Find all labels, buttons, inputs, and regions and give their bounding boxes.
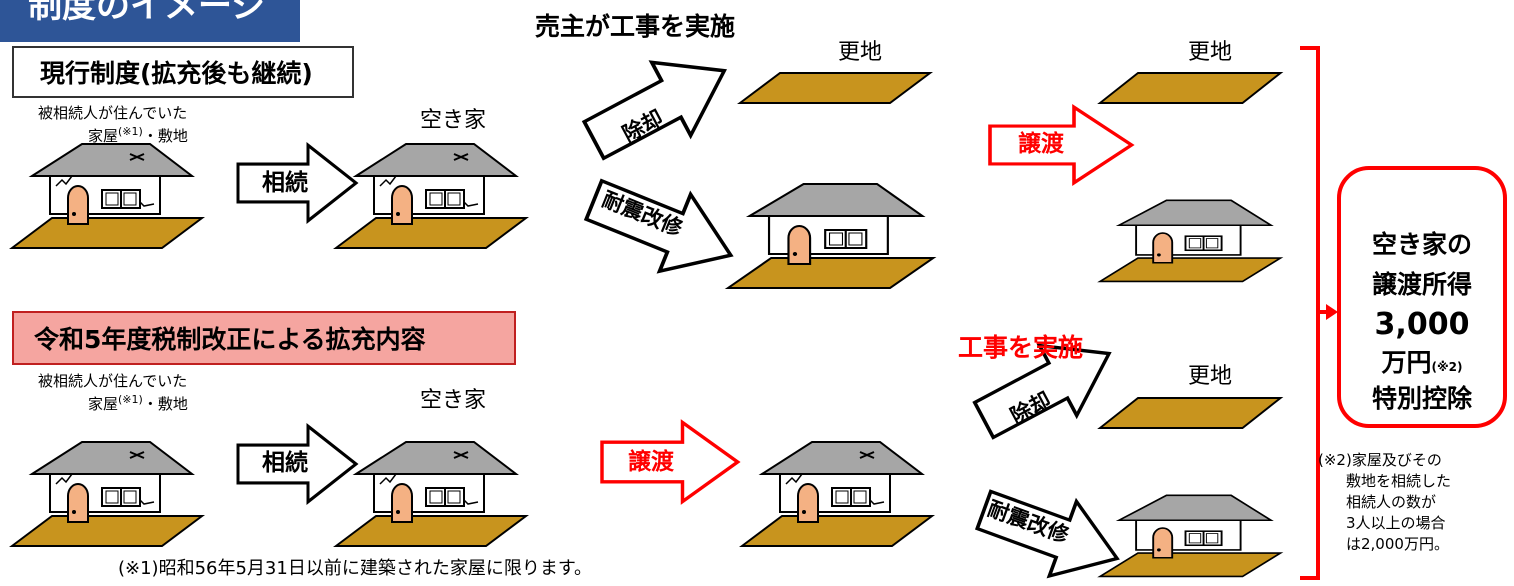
inherit-text-top: 相続 — [262, 170, 308, 196]
house-inherited-bottom — [11, 441, 203, 547]
transfer-text-top: 譲渡 — [1018, 131, 1064, 157]
page-title: 制度のイメージ — [0, 0, 300, 42]
house-small-top — [1099, 199, 1282, 283]
result-line2: 譲渡所得 — [1371, 270, 1472, 299]
house-vacant-bottom-2 — [741, 441, 933, 547]
result-unit: 万円(※2) — [1381, 348, 1463, 377]
vacant-lot-bottom — [1099, 397, 1282, 429]
note-1: (※1)昭和56年5月31日以前に建築された家屋に限ります。 — [118, 558, 593, 579]
transfer-text-bottom: 譲渡 — [628, 449, 674, 475]
vacant-land-bottom: 更地 — [1188, 364, 1233, 389]
special-deduction-box: 空き家の 譲渡所得 3,000 万円(※2) 特別控除 — [1337, 166, 1507, 428]
note2-line3: 相続人の数が — [1346, 493, 1437, 511]
vacant-lot-top-2 — [1099, 72, 1282, 104]
note2-line5: は2,000万円。 — [1346, 535, 1449, 553]
vacant-label-bottom: 空き家 — [420, 388, 487, 413]
vacant-land-top-2: 更地 — [1188, 40, 1233, 65]
result-line1: 空き家の — [1371, 230, 1472, 259]
inherit-text-bottom: 相続 — [262, 450, 308, 476]
red-bracket — [1300, 46, 1338, 580]
note2-line1: (※2)家屋及びその — [1318, 451, 1442, 469]
house-vacant-top — [335, 143, 527, 249]
result-amount: 3,000 — [1374, 307, 1470, 342]
vacant-land-top-1: 更地 — [838, 40, 883, 65]
house-vacant-bottom — [335, 441, 527, 547]
vacant-label-top: 空き家 — [420, 108, 487, 133]
note-2: (※2)家屋及びその 敷地を相続した 相続人の数が 3人以上の場合 は2,000… — [1318, 450, 1451, 555]
expansion-label: 令和5年度税制改正による拡充内容 — [12, 311, 516, 365]
caption-bottom-line2: 家屋(※1)・敷地 — [88, 393, 188, 413]
house-inherited-top — [11, 143, 203, 249]
house-small-bottom — [1099, 494, 1282, 578]
vacant-lot-top-1 — [739, 72, 931, 104]
result-line5: 特別控除 — [1371, 384, 1472, 413]
caption-top-line1: 被相続人が住んでいた — [38, 104, 188, 122]
note2-line4: 3人以上の場合 — [1346, 514, 1446, 532]
house-renovated-top — [726, 182, 935, 290]
current-system-label: 現行制度(拡充後も継続) — [12, 46, 354, 98]
note2-line2: 敷地を相続した — [1346, 472, 1452, 490]
caption-top-line2: 家屋(※1)・敷地 — [88, 125, 188, 145]
works-text-bottom: 工事を実施 — [958, 333, 1084, 362]
demolish-arrow-top — [572, 32, 746, 179]
seller-works-text: 売主が工事を実施 — [535, 12, 736, 41]
caption-bottom-line1: 被相続人が住んでいた — [38, 372, 188, 390]
